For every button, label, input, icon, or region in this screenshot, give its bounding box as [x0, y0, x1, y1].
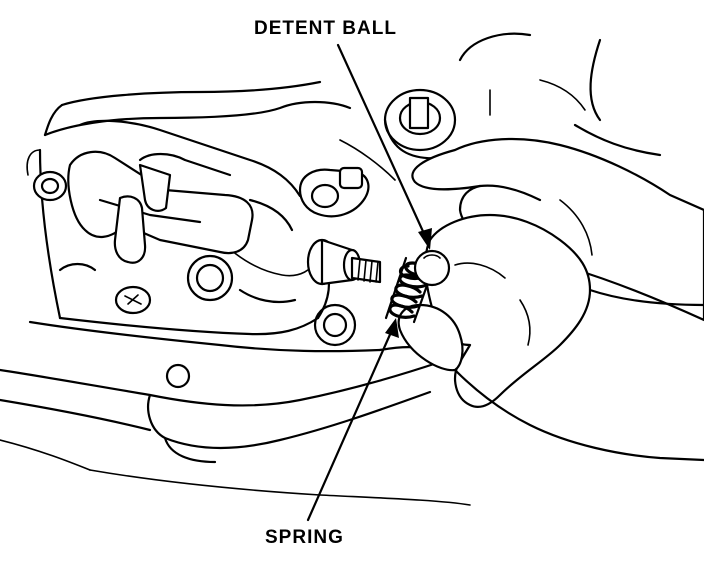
bracket: [186, 166, 370, 302]
bolt-hole: [313, 303, 357, 347]
housing-flange: [0, 320, 471, 506]
spring-leader-arrow: [306, 318, 399, 522]
cover-plate: [26, 80, 352, 336]
detent-ball-label: DETENT BALL: [254, 18, 397, 39]
detent-plug-bolt: [306, 238, 382, 286]
detent-ball-leader-arrow: [336, 43, 432, 250]
screw-head: [114, 285, 152, 315]
spring-label: SPRING: [265, 527, 344, 548]
hand: [397, 137, 704, 462]
detent-ball: [413, 249, 451, 287]
shift-fork-linkage: [32, 119, 302, 272]
upper-boss: [339, 32, 662, 181]
